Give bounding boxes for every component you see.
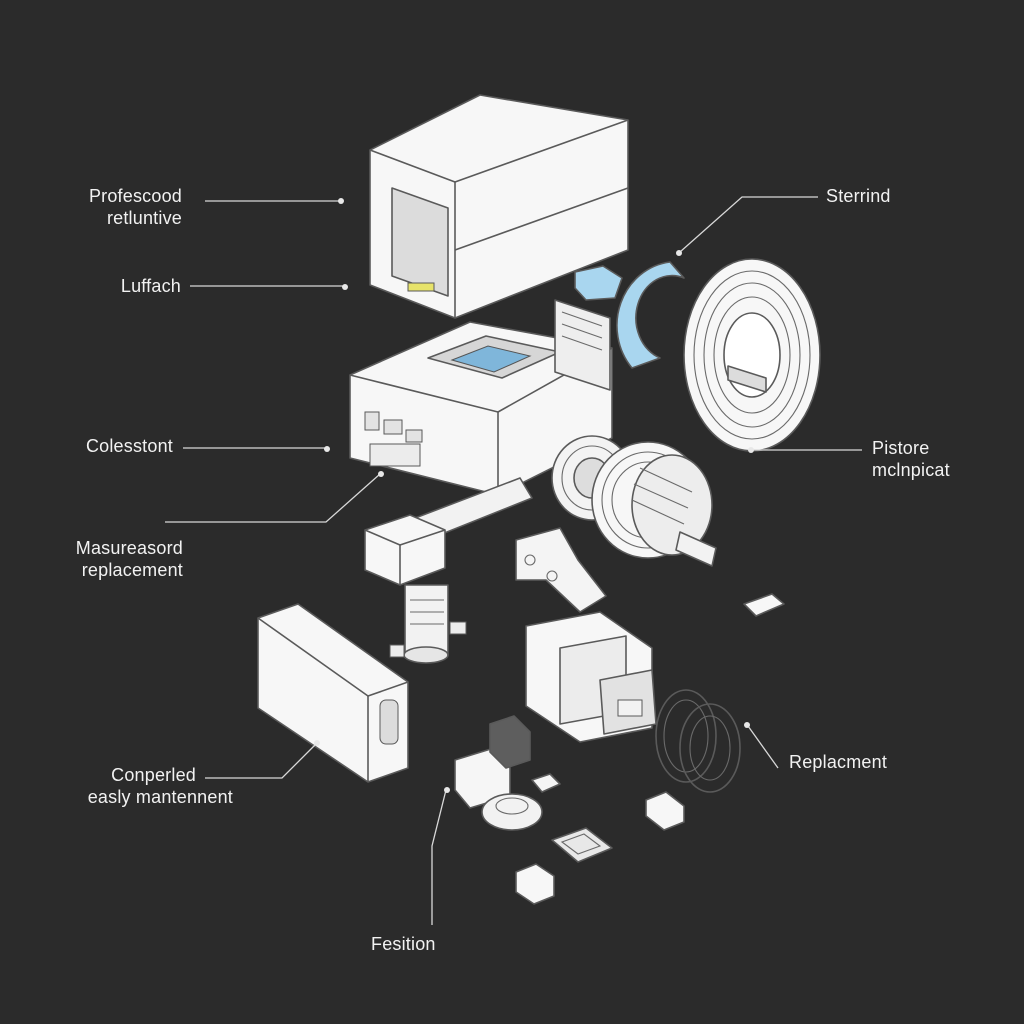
callout-luffach-line1: Luffach xyxy=(120,276,181,296)
callout-masureasord-line1: Masureasord xyxy=(75,538,183,558)
arm-pipe xyxy=(364,477,533,586)
o-rings xyxy=(655,689,741,793)
seal-disc xyxy=(683,258,821,452)
callout-conperled: Conperled easly mantennent xyxy=(0,764,233,808)
callout-pistore-line1: Pistore xyxy=(872,438,930,458)
callout-sterrind: Sterrind xyxy=(826,185,891,207)
blue-connector xyxy=(574,265,623,301)
callout-sterrind-line1: Sterrind xyxy=(826,186,891,206)
callout-profescood: Profescood retluntive xyxy=(0,185,182,229)
callout-profescood-line1: Profescood xyxy=(88,186,182,206)
callout-masureasord: Masureasord replacement xyxy=(0,537,183,581)
top-housing xyxy=(369,94,629,319)
valve xyxy=(389,584,467,664)
callout-pistore-line2: mclnpicat xyxy=(872,460,950,480)
callout-colesstont-line1: Colesstont xyxy=(85,436,173,456)
callout-conperled-line1: Conperled xyxy=(111,765,196,785)
callout-luffach: Luffach xyxy=(0,275,181,297)
power-module xyxy=(257,603,409,783)
callout-masureasord-line2: replacement xyxy=(81,560,183,580)
callout-pistore: Pistore mclnpicat xyxy=(872,437,950,481)
motor xyxy=(591,441,717,567)
callout-replacment: Replacment xyxy=(789,751,887,773)
callout-fesition: Fesition xyxy=(371,933,436,955)
leader-lines xyxy=(165,196,862,925)
callout-profescood-line2: retluntive xyxy=(106,208,182,228)
mount-bracket xyxy=(515,527,607,613)
blue-ring-segment xyxy=(616,261,685,369)
callout-conperled-line2: easly mantennent xyxy=(87,787,233,807)
small-chip xyxy=(743,593,785,617)
callout-replacment-line1: Replacment xyxy=(789,752,888,772)
callout-colesstont: Colesstont xyxy=(0,435,173,457)
gearbox-housing xyxy=(525,611,657,743)
base-unit xyxy=(349,299,613,496)
callout-fesition-line1: Fesition xyxy=(371,934,436,954)
small-parts xyxy=(454,715,685,905)
